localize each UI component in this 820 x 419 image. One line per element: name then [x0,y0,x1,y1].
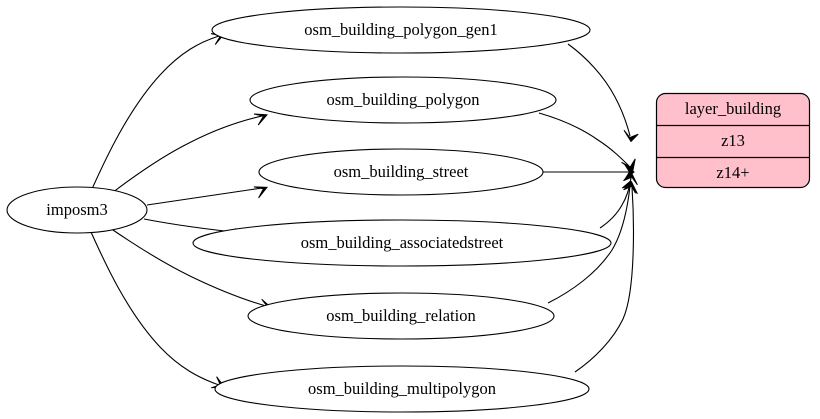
edge-imposm3-to-osm_building_polygon_gen1 [91,33,226,190]
node-osm_building_multipolygon-label: osm_building_multipolygon [308,379,496,398]
record-row-zoom-z13: z13 [721,131,745,150]
record-row-zoom-z14plus: z14+ [716,163,749,182]
node-osm_building_multipolygon[interactable]: osm_building_multipolygon [214,365,590,413]
edge-osm_building_multipolygon-to-layer_building-z14plus [574,181,638,373]
node-osm_building_multipolygon-shape[interactable] [214,365,590,413]
edge-imposm3-to-osm_building_street [146,186,269,206]
node-osm_building_polygon[interactable]: osm_building_polygon [249,76,557,124]
node-osm_building_associatedstreet[interactable]: osm_building_associatedstreet [192,219,612,267]
record-row-layer-name: layer_building [685,99,781,118]
node-osm_building_street-shape[interactable] [258,148,544,196]
edge-group-tables-to-layer [538,43,639,373]
node-osm_building_associatedstreet-label: osm_building_associatedstreet [301,233,504,252]
node-osm_building_relation[interactable]: osm_building_relation [247,292,555,340]
edge-osm_building_polygon-to-layer_building-z14plus [538,112,636,171]
node-osm_building_street-label: osm_building_street [334,162,469,181]
node-imposm3[interactable]: imposm3 [6,186,148,234]
node-osm_building_relation-shape[interactable] [247,292,555,340]
node-imposm3-label: imposm3 [46,200,107,219]
edge-imposm3-to-osm_building_polygon [111,113,269,194]
node-imposm3-shape[interactable] [6,186,148,234]
edge-osm_building_polygon_gen1-to-layer_building-z13 [567,43,639,143]
node-osm_building_polygon_gen1-shape[interactable] [211,6,591,54]
node-osm_building_relation-label: osm_building_relation [326,306,475,325]
edge-imposm3-to-osm_building_multipolygon [90,231,225,389]
node-osm_building_polygon_gen1[interactable]: osm_building_polygon_gen1 [211,6,591,54]
node-layer_building-shape[interactable] [655,92,811,189]
node-layer_building[interactable]: layer_building z13 z14+ [655,92,811,189]
node-osm_building_polygon-label: osm_building_polygon [326,90,479,109]
edge-osm_building_street-to-layer_building-z14plus [543,163,635,181]
edge-osm_building_associatedstreet-to-layer_building-z14plus [599,172,638,229]
node-osm_building_polygon-shape[interactable] [249,76,557,124]
node-osm_building_street[interactable]: osm_building_street [258,148,544,196]
node-osm_building_associatedstreet-shape[interactable] [192,219,612,267]
node-osm_building_polygon_gen1-label: osm_building_polygon_gen1 [304,20,497,39]
